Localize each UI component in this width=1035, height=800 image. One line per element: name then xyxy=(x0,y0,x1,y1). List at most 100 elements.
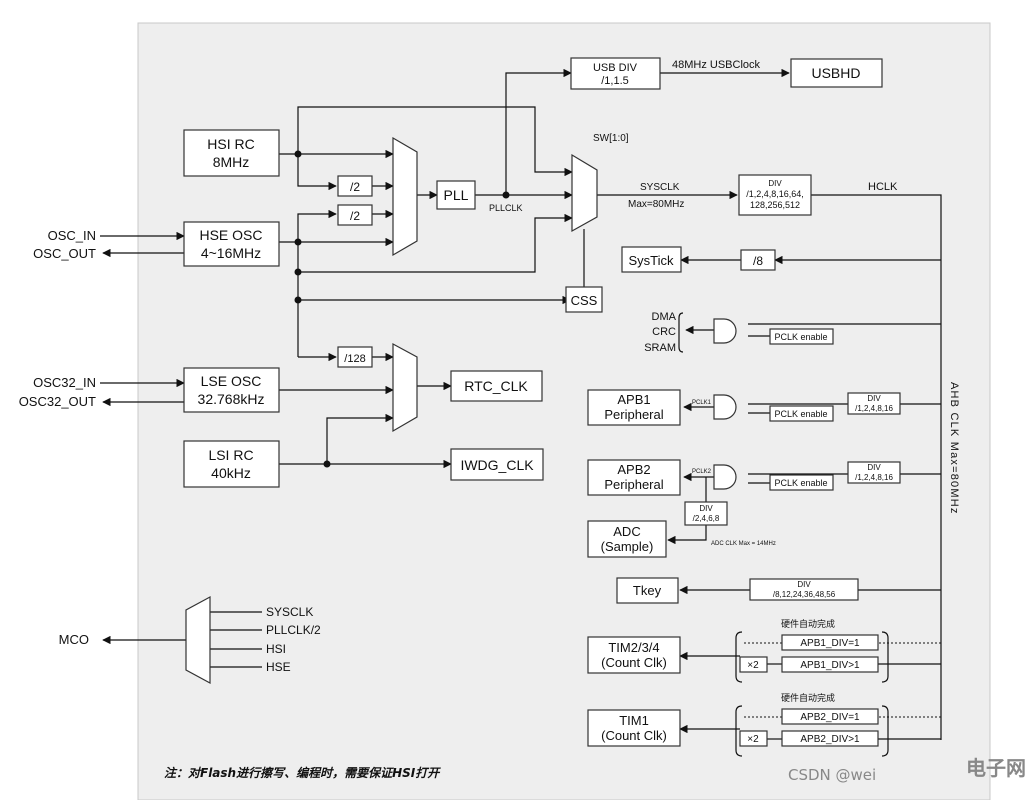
svg-text:USBHD: USBHD xyxy=(811,65,860,81)
sysclk-label: SYSCLK xyxy=(640,182,680,193)
pclk2-label: PCLK2 xyxy=(692,469,712,475)
hclk-label: HCLK xyxy=(868,181,898,193)
pll-source-mux xyxy=(392,136,418,257)
osc-out-label: OSC_OUT xyxy=(33,246,96,261)
apb1-div-eq1-box: APB1_DIV=1 xyxy=(781,634,879,651)
svg-text:APB1_DIV>1: APB1_DIV>1 xyxy=(800,660,860,671)
hse-label: HSE OSC xyxy=(199,227,262,243)
svg-text:(Count Clk): (Count Clk) xyxy=(601,728,667,743)
svg-text:PCLK enable: PCLK enable xyxy=(774,332,827,342)
hsi-rc-block: HSI RC 8MHz xyxy=(183,129,280,177)
adc-block: ADC (Sample) xyxy=(587,520,667,558)
mco-in-pllclk2: PLLCLK/2 xyxy=(266,623,321,637)
svg-text:TIM2/3/4: TIM2/3/4 xyxy=(608,640,659,655)
adc-div-block: DIV /2,4,6,8 xyxy=(684,501,728,526)
svg-text:TIM1: TIM1 xyxy=(619,713,649,728)
svg-text:DIV: DIV xyxy=(867,394,881,403)
svg-text:DIV: DIV xyxy=(867,463,881,472)
dma-bracket xyxy=(678,312,684,353)
tim1-right-bracket xyxy=(881,705,889,757)
svg-text:IWDG_CLK: IWDG_CLK xyxy=(460,457,534,473)
svg-text:/2: /2 xyxy=(350,180,360,194)
svg-text:/1,2,4,8,16: /1,2,4,8,16 xyxy=(855,473,893,482)
wires xyxy=(100,68,942,740)
hse-freq: 4~16MHz xyxy=(201,245,261,261)
svg-text:(Sample): (Sample) xyxy=(601,539,654,554)
tim234-right-bracket xyxy=(881,631,889,683)
flash-note: 注：对Flash进行擦写、编程时，需要保证HSI打开 xyxy=(164,766,441,780)
crc-label: CRC xyxy=(652,326,676,338)
sram-label: SRAM xyxy=(644,342,676,354)
dma-and-gate xyxy=(713,318,737,344)
svg-text:×2: ×2 xyxy=(747,660,759,671)
apb1-div-block: DIV /1,2,4,8,16 xyxy=(847,392,901,415)
sysclk-max-label: Max=80MHz xyxy=(628,199,684,210)
mco-mux xyxy=(185,595,211,685)
mco-in-hse: HSE xyxy=(266,660,291,674)
svg-text:/1,1.5: /1,1.5 xyxy=(601,75,629,87)
hse-osc-block: HSE OSC 4~16MHz xyxy=(183,221,280,267)
svg-text:Tkey: Tkey xyxy=(633,583,662,598)
osc32-out-label: OSC32_OUT xyxy=(19,394,96,409)
svg-text:USB DIV: USB DIV xyxy=(593,62,638,74)
svg-text:SysTick: SysTick xyxy=(628,253,674,268)
watermark-csdn: CSDN @wei xyxy=(788,766,876,784)
svg-text:RTC_CLK: RTC_CLK xyxy=(464,378,528,394)
lse-osc-block: LSE OSC 32.768kHz xyxy=(183,367,280,413)
osc32-in-label: OSC32_IN xyxy=(33,375,96,390)
svg-text:Peripheral: Peripheral xyxy=(604,477,663,492)
sw-label: SW[1:0] xyxy=(593,133,629,144)
hsi-label: HSI RC xyxy=(207,136,254,152)
svg-text:/8,12,24,36,48,56: /8,12,24,36,48,56 xyxy=(773,590,836,599)
pclk-enable-apb2: PCLK enable xyxy=(769,474,834,491)
tim1-block: TIM1 (Count Clk) xyxy=(587,709,681,747)
css-block: CSS xyxy=(565,286,603,313)
pllclk-label: PLLCLK xyxy=(489,203,523,213)
svg-text:Peripheral: Peripheral xyxy=(604,407,663,422)
svg-text:/1,2,4,8,16,64,: /1,2,4,8,16,64, xyxy=(746,189,804,199)
svg-text:APB1_DIV=1: APB1_DIV=1 xyxy=(800,638,860,649)
mco-in-hsi: HSI xyxy=(266,642,286,656)
apb2-div-gt1-box: APB2_DIV>1 xyxy=(781,730,879,747)
svg-text:/1,2,4,8,16: /1,2,4,8,16 xyxy=(855,404,893,413)
hw-auto-label-2: 硬件自动完成 xyxy=(781,692,835,703)
svg-text:/8: /8 xyxy=(753,254,763,268)
lsi-label: LSI RC xyxy=(208,447,253,463)
tim234-left-bracket xyxy=(735,631,743,683)
lsi-freq: 40kHz xyxy=(211,465,251,481)
svg-text:/2: /2 xyxy=(350,209,360,223)
div2-hse-block: /2 xyxy=(337,204,373,226)
pclk1-label: PCLK1 xyxy=(692,400,712,406)
svg-text:/128: /128 xyxy=(344,353,365,365)
svg-text:APB2_DIV>1: APB2_DIV>1 xyxy=(800,734,860,745)
svg-text:DIV: DIV xyxy=(699,504,713,513)
svg-text:PCLK enable: PCLK enable xyxy=(774,478,827,488)
div2-hsi-block: /2 xyxy=(337,175,373,197)
apb1-div-gt1-box: APB1_DIV>1 xyxy=(781,656,879,673)
x2-tim234: ×2 xyxy=(739,656,768,673)
svg-text:×2: ×2 xyxy=(747,734,759,745)
ahb-div-block: DIV /1,2,4,8,16,64, 128,256,512 xyxy=(738,174,812,216)
iwdg-clk-block: IWDG_CLK xyxy=(450,448,544,481)
usbclock-label: 48MHz USBClock xyxy=(672,59,761,71)
apb2-div-eq1-box: APB2_DIV=1 xyxy=(781,708,879,725)
lse-label: LSE OSC xyxy=(201,373,262,389)
pll-block: PLL xyxy=(436,180,476,210)
tim1-left-bracket xyxy=(735,705,743,757)
systick-div-block: /8 xyxy=(740,249,776,271)
rtc-clk-block: RTC_CLK xyxy=(450,370,543,402)
svg-text:/2,4,6,8: /2,4,6,8 xyxy=(693,514,720,523)
apb1-and-gate xyxy=(713,394,737,420)
svg-text:(Count Clk): (Count Clk) xyxy=(601,655,667,670)
mco-label: MCO xyxy=(59,632,89,647)
tkey-div-block: DIV /8,12,24,36,48,56 xyxy=(749,578,859,601)
svg-text:APB2_DIV=1: APB2_DIV=1 xyxy=(800,712,860,723)
mco-in-sysclk: SYSCLK xyxy=(266,605,313,619)
hw-auto-label-1: 硬件自动完成 xyxy=(781,618,835,629)
dma-label: DMA xyxy=(652,311,677,323)
tkey-block: Tkey xyxy=(616,577,679,604)
svg-text:DIV: DIV xyxy=(797,580,811,589)
usbhd-block: USBHD xyxy=(790,58,883,88)
pclk-enable-dma: PCLK enable xyxy=(769,328,834,345)
